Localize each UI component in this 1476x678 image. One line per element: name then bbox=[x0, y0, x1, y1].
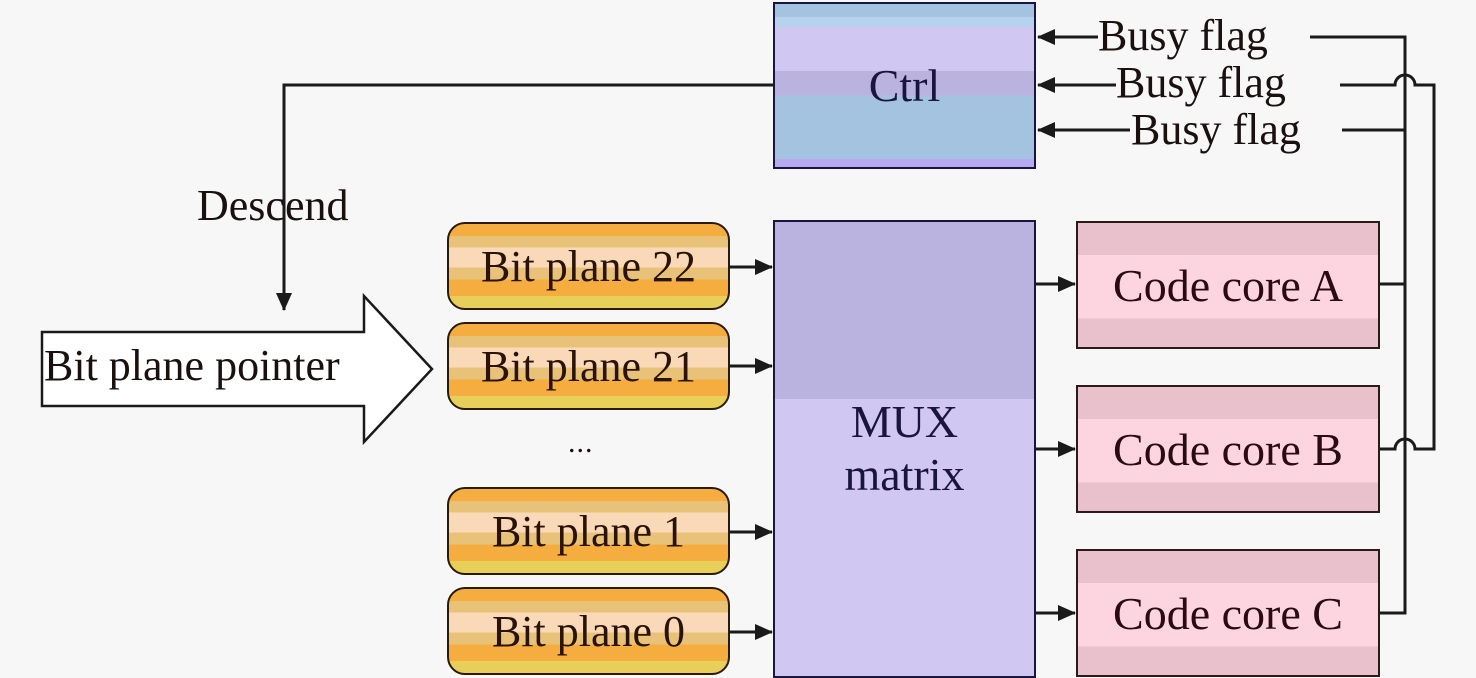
busy-flag-2-label: Busy flag bbox=[1116, 58, 1286, 107]
bit-plane-label: Bit plane 21 bbox=[480, 341, 697, 391]
bit-plane-21: Bit plane 21 bbox=[447, 322, 730, 410]
bit-plane-label: Bit plane 22 bbox=[480, 241, 697, 291]
mux-label-line1: MUX bbox=[850, 396, 959, 448]
busy-flag-3-label: Busy flag bbox=[1131, 105, 1301, 154]
mux-matrix-block: MUX matrix bbox=[773, 220, 1036, 678]
bit-plane-pointer-label: Bit plane pointer bbox=[44, 341, 340, 390]
busy-flag-1-label: Busy flag bbox=[1098, 11, 1268, 60]
code-core-c: Code core C bbox=[1076, 549, 1380, 677]
code-core-b: Code core B bbox=[1076, 385, 1380, 513]
ctrl-label: Ctrl bbox=[868, 60, 941, 111]
mux-label-line2: matrix bbox=[844, 449, 965, 500]
descend-label: Descend bbox=[197, 181, 349, 230]
ellipsis: ... bbox=[568, 426, 594, 459]
bit-plane-label: Bit plane 1 bbox=[491, 506, 686, 556]
bit-plane-label: Bit plane 0 bbox=[491, 606, 686, 656]
code-core-label: Code core B bbox=[1113, 423, 1343, 475]
bit-plane-1: Bit plane 1 bbox=[447, 487, 730, 575]
code-core-label: Code core C bbox=[1113, 587, 1343, 639]
code-core-label: Code core A bbox=[1113, 259, 1343, 311]
code-core-a: Code core A bbox=[1076, 221, 1380, 349]
ctrl-block: Ctrl bbox=[773, 2, 1036, 169]
bit-plane-0: Bit plane 0 bbox=[447, 587, 730, 675]
bit-plane-22: Bit plane 22 bbox=[447, 222, 730, 310]
